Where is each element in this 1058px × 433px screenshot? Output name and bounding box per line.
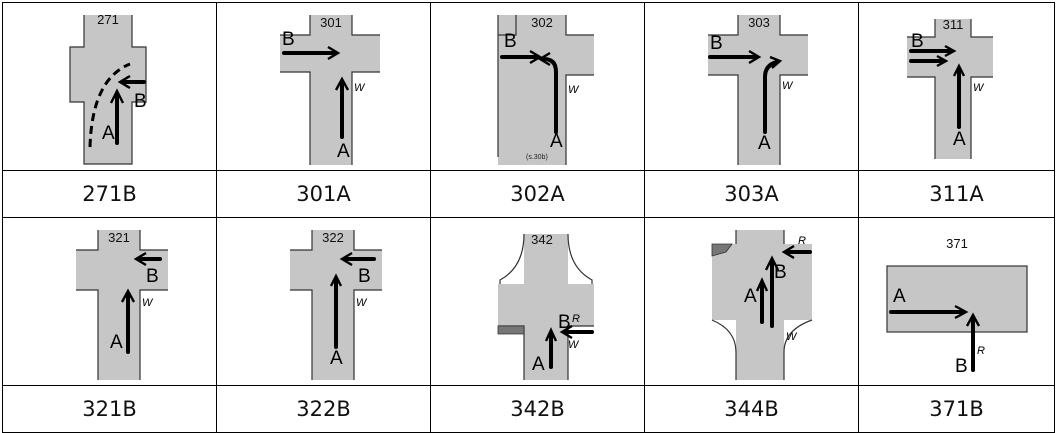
vehicle-b-label: B — [955, 356, 968, 377]
diagram-note: (s.30b) — [526, 154, 548, 161]
diagram-344: B A R W — [711, 229, 812, 380]
diagram-code: 301 — [320, 15, 342, 30]
diagram-cell-342: 342 B A R W — [430, 217, 645, 386]
diagram-303: 303 B A W — [707, 14, 808, 165]
vehicle-a-label: A — [550, 131, 563, 152]
vehicle-b-label: B — [282, 29, 295, 50]
diagram-code: 342 — [531, 232, 553, 247]
r-mark: R — [977, 345, 985, 357]
diagram-code: 311 — [942, 17, 963, 32]
vehicle-a-label: A — [953, 129, 966, 150]
vehicle-a-label: A — [532, 354, 545, 375]
w-mark: W — [973, 82, 985, 94]
diagram-code: 321 — [108, 230, 130, 245]
diagram-code: 303 — [748, 15, 770, 30]
diagram-cell-271: 271 A B — [2, 2, 217, 171]
vehicle-a-label: A — [893, 286, 906, 307]
w-mark: W — [782, 80, 794, 92]
vehicle-b-label: B — [558, 312, 571, 333]
vehicle-a-label: A — [330, 348, 343, 369]
diagram-322: 322 B A W — [289, 229, 382, 380]
vehicle-a-label: A — [110, 332, 123, 353]
diagram-code: 371 — [946, 236, 968, 251]
vehicle-a-label: A — [758, 133, 771, 154]
vehicle-a-label: A — [102, 123, 115, 144]
vehicle-a-label: A — [744, 286, 757, 307]
diagram-cell-322: 322 B A W — [216, 217, 431, 386]
diagram-301: 301 B A W — [279, 14, 380, 165]
vehicle-b-label: B — [504, 31, 517, 52]
diagram-371: 371 A B R — [885, 236, 1028, 377]
diagram-271: 271 A B — [68, 12, 147, 165]
situation-label: 301A — [216, 170, 431, 218]
w-mark: W — [568, 339, 580, 351]
w-mark: W — [356, 297, 368, 309]
diagram-code: 322 — [322, 230, 344, 245]
diagram-cell-321: 321 B A W — [2, 217, 217, 386]
w-mark: W — [142, 297, 154, 309]
w-mark: W — [786, 331, 798, 343]
vehicle-a-label: A — [337, 141, 350, 162]
vehicle-b-label: B — [911, 31, 924, 52]
vehicle-b-label: B — [134, 91, 147, 112]
situation-label: 271B — [2, 170, 217, 218]
vehicle-b-label: B — [774, 262, 787, 283]
diagram-311: 311 B A W — [906, 17, 993, 159]
label-row-1: 271B 301A 302A 303A 311A — [2, 170, 1055, 218]
vehicle-b-label: B — [358, 266, 371, 287]
w-mark: W — [354, 82, 366, 94]
situation-label: 321B — [2, 385, 217, 433]
diagram-row-2: 321 B A W 322 B A W — [2, 217, 1055, 386]
label-row-2: 321B 322B 342B 344B 371B — [2, 385, 1055, 433]
situation-label: 322B — [216, 385, 431, 433]
r-mark: R — [798, 235, 806, 247]
diagram-cell-303: 303 B A W — [644, 2, 859, 171]
r-mark: R — [572, 313, 580, 325]
situation-label: 302A — [430, 170, 645, 218]
situation-label: 311A — [858, 170, 1055, 218]
situation-label: 303A — [644, 170, 859, 218]
diagram-342: 342 B A R W — [497, 232, 594, 380]
diagram-cell-311: 311 B A W — [858, 2, 1055, 171]
vehicle-b-label: B — [710, 33, 723, 54]
diagram-cell-344: B A R W — [644, 217, 859, 386]
diagram-row-1: 271 A B 301 B A W — [2, 2, 1055, 171]
diagram-cell-302: 302 B A W (s.30b) — [430, 2, 645, 171]
situation-label: 344B — [644, 385, 859, 433]
diagram-302: 302 B A W (s.30b) — [496, 14, 594, 165]
diagram-321: 321 B A W — [75, 229, 168, 380]
situation-label: 342B — [430, 385, 645, 433]
diagram-cell-301: 301 B A W — [216, 2, 431, 171]
w-mark: W — [568, 84, 580, 96]
diagram-code: 271 — [97, 12, 119, 27]
diagram-code: 302 — [531, 15, 553, 30]
situation-label: 371B — [858, 385, 1055, 433]
diagram-cell-371: 371 A B R — [858, 217, 1055, 386]
vehicle-b-label: B — [146, 266, 159, 287]
